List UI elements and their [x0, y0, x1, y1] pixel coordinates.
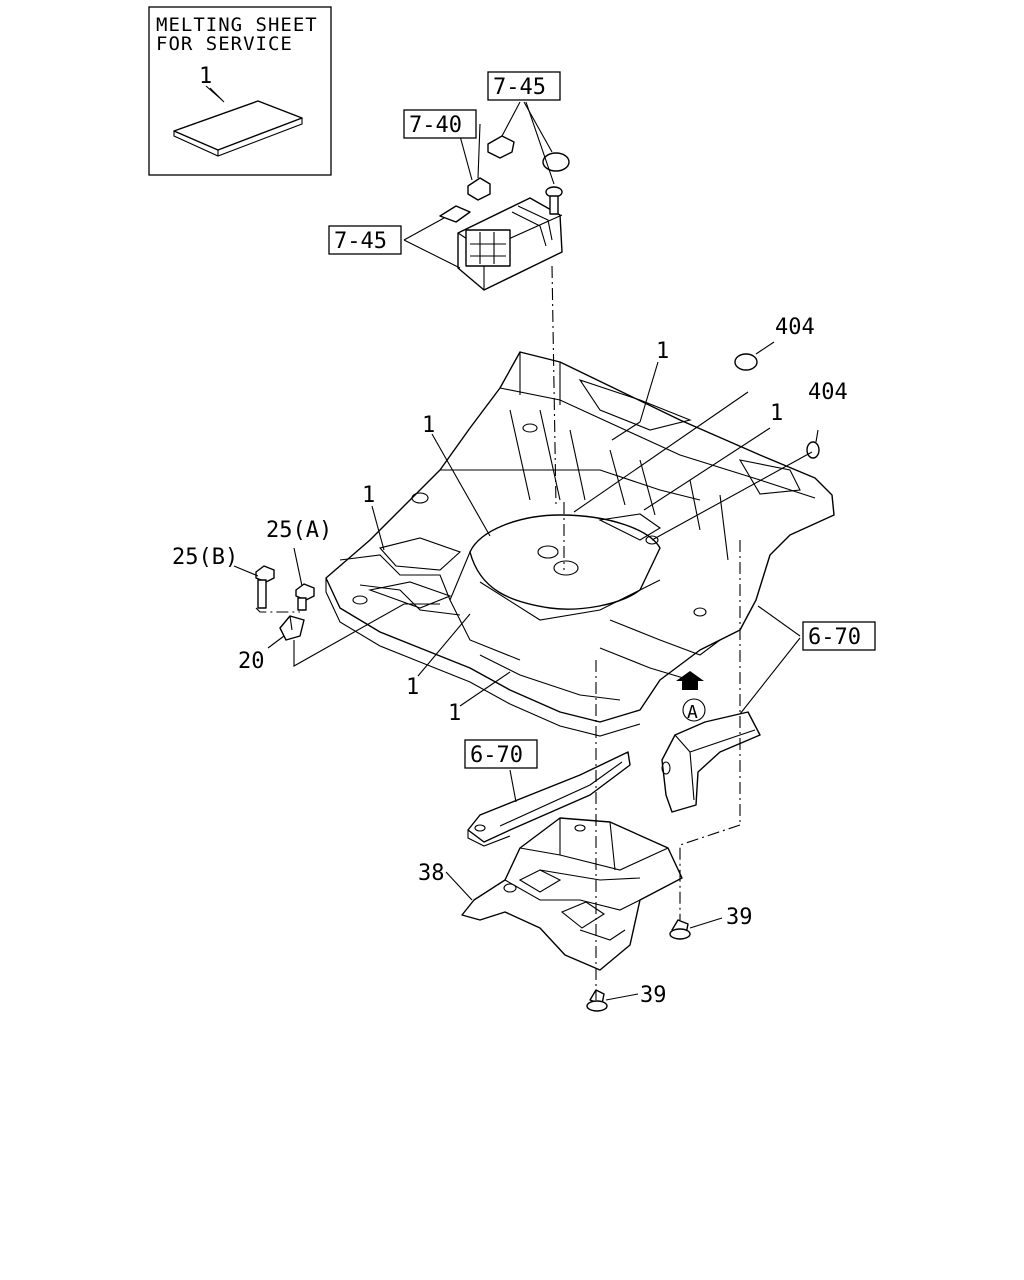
melting-sheet-inset: MELTING SHEET FOR SERVICE 1	[148, 6, 332, 176]
leader-lines	[209, 87, 819, 1001]
label-part-39-bottom: 39	[640, 983, 667, 1008]
console-clip	[487, 135, 515, 159]
ref-box-7-45-top: 7-45	[487, 71, 561, 101]
inset-title-line1: MELTING SHEET	[156, 14, 318, 36]
svg-text:7-40: 7-40	[409, 113, 462, 138]
bolt-25a	[295, 583, 315, 611]
bracket-20	[279, 615, 305, 641]
label-part-1-right: 1	[770, 401, 783, 426]
label-part-1-rear: 1	[656, 339, 669, 364]
label-part-1-front-center: 1	[448, 701, 461, 726]
label-part-1-tunnel: 1	[422, 413, 435, 438]
ref-box-7-45-left: 7-45	[328, 225, 402, 255]
under-cover	[461, 817, 683, 971]
floor-panel	[325, 351, 835, 737]
label-part-1-left: 1	[362, 483, 375, 508]
ref-box-6-70-left: 6-70	[464, 739, 538, 769]
svg-text:7-45: 7-45	[493, 75, 546, 100]
side-member-right	[661, 711, 761, 813]
inset-part-number: 1	[199, 64, 212, 89]
label-part-38: 38	[418, 861, 445, 886]
label-part-1-front: 1	[406, 675, 419, 700]
plug-404-a	[734, 353, 758, 371]
ref-box-7-40: 7-40	[403, 109, 477, 139]
label-part-404-upper: 404	[775, 315, 815, 340]
view-arrow-a: A	[676, 671, 706, 723]
svg-text:7-45: 7-45	[334, 229, 387, 254]
clip-39-right	[669, 919, 691, 940]
grommet-cap	[542, 152, 570, 172]
ref-box-6-70-right: 6-70	[802, 621, 876, 651]
clip-39-bottom	[586, 989, 608, 1012]
inset-title-line2: FOR SERVICE	[156, 33, 293, 55]
label-part-39-right: 39	[726, 905, 753, 930]
bolt-25b	[255, 565, 275, 609]
center-tunnel	[469, 514, 661, 610]
side-member-left	[467, 751, 631, 847]
console-clip	[467, 177, 491, 201]
label-part-20: 20	[238, 649, 265, 674]
label-part-25b: 25(B)	[172, 545, 238, 570]
label-part-404-lower: 404	[808, 380, 848, 405]
console-screw	[545, 186, 563, 215]
plug-404-b	[806, 441, 820, 459]
console-box-assembly	[439, 135, 570, 291]
label-part-25a: 25(A)	[266, 518, 332, 543]
svg-text:6-70: 6-70	[470, 743, 523, 768]
view-a-letter: A	[687, 702, 698, 723]
console-pad	[439, 205, 471, 223]
svg-text:6-70: 6-70	[808, 625, 861, 650]
